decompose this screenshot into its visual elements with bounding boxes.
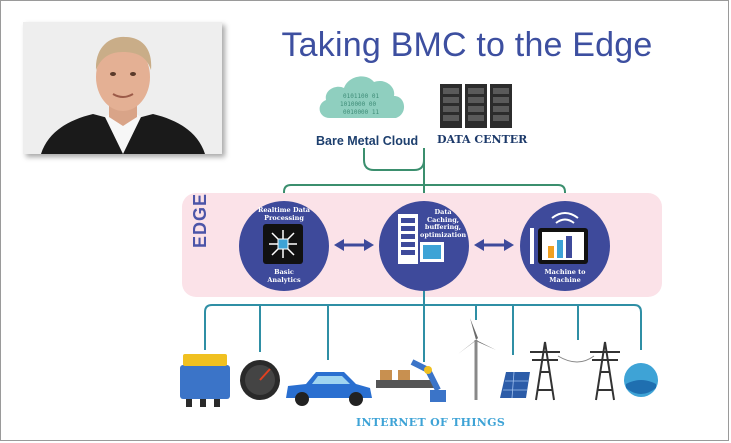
robot-arm-icon [376,359,446,402]
node-caching-line-4: optimization [420,230,467,239]
arrow-connectors [334,239,514,251]
gauge-icon [240,360,280,400]
page-title: Taking BMC to the Edge [281,26,653,64]
node-m2m-text: Machine to Machine [535,268,595,284]
downstream-connectors [204,291,642,362]
node-realtime-bottom-line-2: Analytics [267,275,301,284]
cloud-binary-line-2: 1010000 00 [340,101,377,108]
server-rack-icon [440,84,512,128]
server-icon [398,214,444,264]
speaker-photo [23,22,222,154]
cloud-binary-line-1: 0101100 01 [343,93,380,100]
person-photo-icon [23,22,222,154]
node-realtime-top-text: Realtime Data Processing [254,206,314,222]
wind-turbine-icon [458,318,496,400]
water-drop-icon [624,363,658,397]
datacenter-label: DATA CENTER [437,133,528,146]
tablet-icon [530,212,588,264]
node-m2m-line-2: Machine [549,275,581,284]
node-caching-text: Data Caching, buffering, optimization [420,208,467,239]
node-m2m-line-1: Machine to [544,268,586,276]
power-tower-icon [530,341,620,401]
node-realtime-top-line-1: Realtime Data [257,206,311,214]
upstream-connectors [283,148,566,205]
engine-icon [180,354,230,407]
cloud-binary-line-3: 0010000 11 [343,109,380,116]
node-realtime-bottom-line-1: Basic [274,268,294,276]
node-realtime-top-line-2: Processing [264,213,304,222]
iot-label: INTERNET OF THINGS [356,416,506,429]
node-realtime-bottom-text: Basic Analytics [254,268,314,284]
node-caching-line-3: buffering, [424,223,462,231]
cloud-icon: 0101100 01 1010000 00 0010000 11 [319,76,405,118]
node-caching-line-2: Caching, [426,215,460,224]
node-caching-line-1: Data [434,208,452,216]
car-icon [286,372,372,406]
solar-panel-icon [500,371,530,399]
edge-label: EDGE [190,192,210,248]
chip-icon [263,224,303,264]
cloud-label: Bare Metal Cloud [316,134,419,148]
